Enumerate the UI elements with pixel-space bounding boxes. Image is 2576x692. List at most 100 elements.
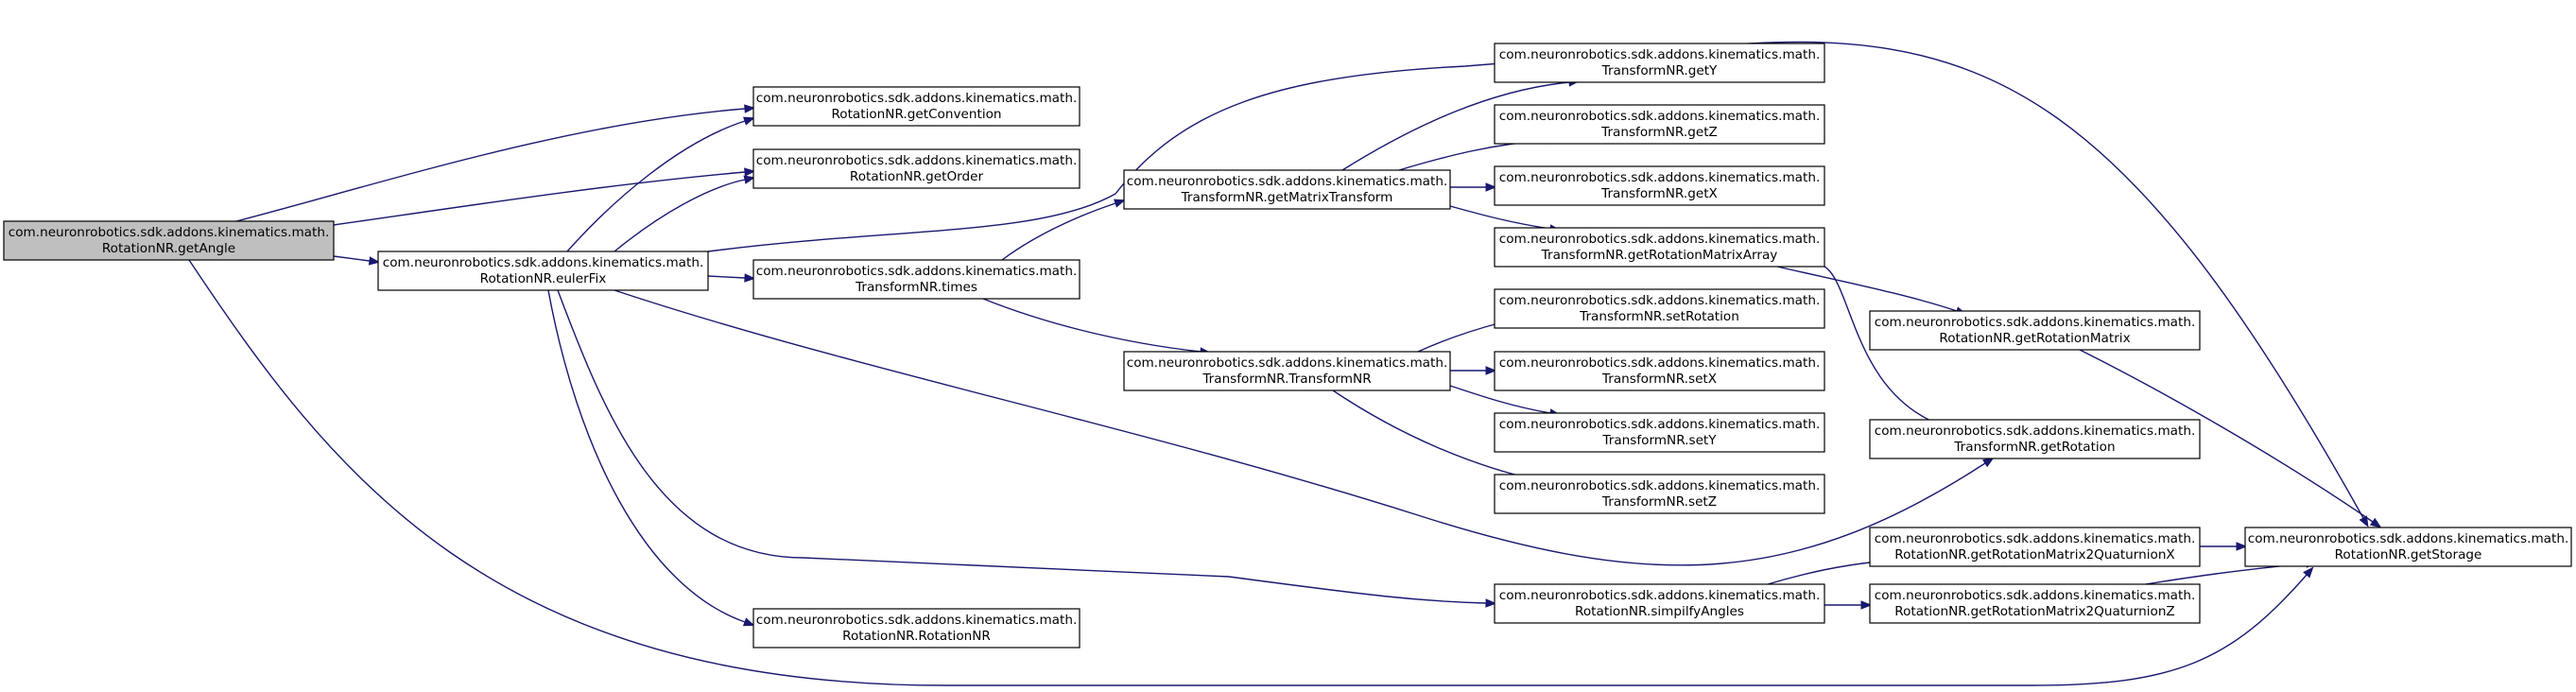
node-package-label: com.neuronrobotics.sdk.addons.kinematics…	[383, 255, 704, 270]
node-package-label: com.neuronrobotics.sdk.addons.kinematics…	[756, 91, 1078, 106]
edge-line	[557, 289, 1487, 604]
edge-getRotationMatrix-to-getStorage	[2079, 349, 2382, 528]
node-box	[1869, 419, 2201, 459]
edge-line	[982, 298, 1202, 353]
node-method-label: TransformNR.getRotationMatrixArray	[1541, 248, 1778, 263]
node-package-label: com.neuronrobotics.sdk.addons.kinematics…	[756, 264, 1078, 279]
edge-arrowhead	[2359, 515, 2369, 528]
node-getRM2QZ[interactable]: com.neuronrobotics.sdk.addons.kinematics…	[1869, 583, 2201, 624]
node-box	[752, 608, 1081, 649]
node-box	[1494, 165, 1825, 206]
node-package-label: com.neuronrobotics.sdk.addons.kinematics…	[1875, 531, 2196, 546]
node-setY[interactable]: com.neuronrobotics.sdk.addons.kinematics…	[1494, 412, 1825, 453]
node-method-label: RotationNR.getConvention	[831, 107, 1001, 122]
node-box	[1494, 351, 1825, 391]
edge-line	[707, 275, 746, 279]
node-transformNR[interactable]: com.neuronrobotics.sdk.addons.kinematics…	[1123, 351, 1451, 391]
node-method-label: TransformNR.TransformNR	[1202, 372, 1372, 387]
edge-arrowhead	[744, 104, 756, 113]
edge-line	[614, 289, 1986, 566]
node-box	[2244, 527, 2572, 567]
call-graph-nodes: com.neuronrobotics.sdk.addons.kinematics…	[3, 43, 2572, 649]
edge-line	[1449, 205, 1551, 230]
node-method-label: TransformNR.setRotation	[1579, 309, 1739, 324]
node-package-label: com.neuronrobotics.sdk.addons.kinematics…	[2248, 531, 2569, 546]
edge-getAngle-to-getConvention	[235, 104, 756, 222]
node-method-label: TransformNR.setZ	[1601, 494, 1717, 510]
node-method-label: RotationNR.RotationNR	[842, 629, 991, 644]
edge-line	[1341, 81, 1570, 171]
node-eulerFix[interactable]: com.neuronrobotics.sdk.addons.kinematics…	[377, 251, 709, 291]
edge-arrowhead	[1982, 457, 1995, 468]
edge-line	[614, 179, 746, 252]
node-package-label: com.neuronrobotics.sdk.addons.kinematics…	[1499, 478, 1821, 493]
edge-arrowhead	[2303, 566, 2314, 579]
node-getOrder[interactable]: com.neuronrobotics.sdk.addons.kinematics…	[752, 148, 1081, 189]
node-getAngle[interactable]: com.neuronrobotics.sdk.addons.kinematics…	[3, 220, 335, 261]
node-getStorage[interactable]: com.neuronrobotics.sdk.addons.kinematics…	[2244, 527, 2572, 567]
edge-eulerFix-to-getConvention	[566, 116, 755, 252]
node-box	[1494, 104, 1825, 145]
edge-line	[547, 289, 746, 623]
node-rotationNR[interactable]: com.neuronrobotics.sdk.addons.kinematics…	[752, 608, 1081, 649]
node-simplifyAngles[interactable]: com.neuronrobotics.sdk.addons.kinematics…	[1494, 583, 1825, 624]
edge-times-to-getMatrixTransform	[1001, 199, 1126, 261]
node-package-label: com.neuronrobotics.sdk.addons.kinematics…	[1499, 355, 1821, 371]
node-box	[1494, 412, 1825, 453]
edge-eulerFix-to-simplifyAngles	[557, 289, 1497, 608]
node-method-label: TransformNR.getY	[1601, 63, 1718, 78]
node-package-label: com.neuronrobotics.sdk.addons.kinematics…	[1499, 232, 1821, 247]
edge-line	[1776, 266, 1958, 312]
edge-line	[1001, 202, 1116, 261]
node-box	[1494, 227, 1825, 268]
edge-eulerFix-to-times	[707, 273, 756, 283]
edge-transformNR-to-setX	[1450, 366, 1497, 375]
node-package-label: com.neuronrobotics.sdk.addons.kinematics…	[1499, 293, 1821, 308]
node-box	[752, 86, 1081, 127]
node-package-label: com.neuronrobotics.sdk.addons.kinematics…	[1127, 174, 1448, 189]
edge-line	[2079, 349, 2374, 523]
node-getRM2QX[interactable]: com.neuronrobotics.sdk.addons.kinematics…	[1869, 527, 2201, 567]
node-package-label: com.neuronrobotics.sdk.addons.kinematics…	[1499, 588, 1821, 603]
node-package-label: com.neuronrobotics.sdk.addons.kinematics…	[1499, 417, 1821, 432]
node-package-label: com.neuronrobotics.sdk.addons.kinematics…	[756, 153, 1078, 168]
edge-line	[235, 108, 746, 222]
edge-arrowhead	[1485, 182, 1497, 192]
node-method-label: RotationNR.getRotationMatrix	[1939, 331, 2130, 346]
node-method-label: RotationNR.getStorage	[2335, 547, 2482, 562]
edge-getAngle-to-getOrder	[333, 167, 756, 226]
edge-line	[566, 120, 746, 252]
node-getConvention[interactable]: com.neuronrobotics.sdk.addons.kinematics…	[752, 86, 1081, 127]
node-package-label: com.neuronrobotics.sdk.addons.kinematics…	[1499, 170, 1821, 185]
node-package-label: com.neuronrobotics.sdk.addons.kinematics…	[756, 613, 1078, 628]
node-getMatrixTransform[interactable]: com.neuronrobotics.sdk.addons.kinematics…	[1123, 169, 1451, 210]
edge-arrowhead	[744, 167, 756, 177]
node-method-label: RotationNR.getAngle	[102, 241, 235, 256]
edge-arrowhead	[1485, 366, 1497, 375]
node-package-label: com.neuronrobotics.sdk.addons.kinematics…	[1127, 355, 1448, 371]
call-graph-edges	[188, 41, 2382, 686]
node-times[interactable]: com.neuronrobotics.sdk.addons.kinematics…	[752, 259, 1081, 300]
edge-arrowhead	[2236, 542, 2248, 551]
node-method-label: RotationNR.simpilfyAngles	[1575, 604, 1744, 619]
edge-arrowhead	[743, 116, 755, 126]
node-package-label: com.neuronrobotics.sdk.addons.kinematics…	[1499, 109, 1821, 124]
edge-arrowhead	[1114, 199, 1126, 208]
edge-arrowhead	[1485, 598, 1497, 608]
node-box	[1123, 169, 1451, 210]
node-box	[1494, 43, 1825, 83]
node-box	[1869, 527, 2201, 567]
node-setZ[interactable]: com.neuronrobotics.sdk.addons.kinematics…	[1494, 474, 1825, 514]
node-method-label: RotationNR.getOrder	[850, 169, 984, 184]
node-getRotation[interactable]: com.neuronrobotics.sdk.addons.kinematics…	[1869, 419, 2201, 459]
edge-arrowhead	[2369, 517, 2382, 528]
node-getZ[interactable]: com.neuronrobotics.sdk.addons.kinematics…	[1494, 104, 1825, 145]
edge-line	[333, 171, 746, 226]
node-getRotationMatrix[interactable]: com.neuronrobotics.sdk.addons.kinematics…	[1869, 310, 2201, 351]
node-getY[interactable]: com.neuronrobotics.sdk.addons.kinematics…	[1494, 43, 1825, 83]
node-getX[interactable]: com.neuronrobotics.sdk.addons.kinematics…	[1494, 165, 1825, 206]
node-setX[interactable]: com.neuronrobotics.sdk.addons.kinematics…	[1494, 351, 1825, 391]
node-setRotation[interactable]: com.neuronrobotics.sdk.addons.kinematics…	[1494, 288, 1825, 329]
node-getRotationMatrixArray[interactable]: com.neuronrobotics.sdk.addons.kinematics…	[1494, 227, 1825, 268]
